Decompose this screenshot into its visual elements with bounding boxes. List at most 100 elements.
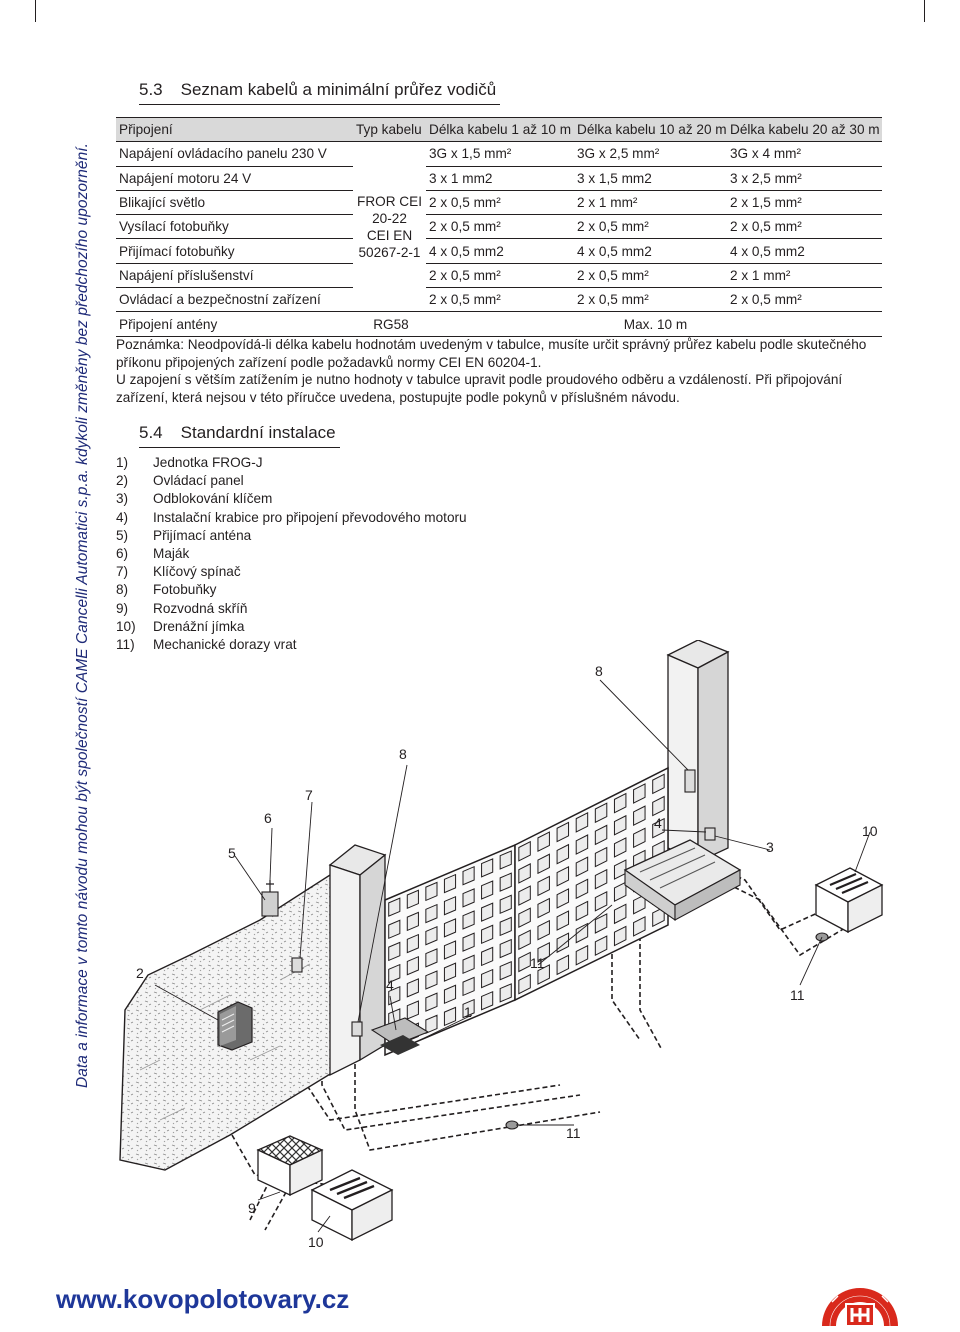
callout-11: 11 [566, 1125, 581, 1141]
right-pillar [666, 640, 730, 864]
list-item-number: 7) [116, 564, 129, 580]
callout-4: 4 [386, 977, 394, 993]
note-line: příkonu připojených zařízení podle požad… [116, 354, 542, 370]
callout-6: 6 [264, 810, 272, 826]
callout-11: 11 [790, 987, 805, 1003]
cell-len1: 2 x 0,5 mm² [426, 263, 574, 289]
cell-len3: 3 x 2,5 mm² [727, 166, 882, 191]
table-row: Vysílací fotobuňky 2 x 0,5 mm² 2 x 0,5 m… [116, 214, 882, 240]
list-item: 6) Maják [116, 546, 467, 564]
callout-2: 2 [136, 965, 144, 981]
table-row: Přijímací fotobuňky 4 x 0,5 mm2 4 x 0,5 … [116, 238, 882, 264]
cell-len3: 2 x 0,5 mm² [727, 287, 882, 313]
header-length-20-30: Délka kabelu 20 až 30 m [727, 116, 882, 143]
crop-mark [35, 0, 36, 22]
list-item-number: 8) [116, 582, 129, 598]
cell-len2: 2 x 0,5 mm² [574, 263, 727, 289]
cell-len2: 2 x 0,5 mm² [574, 214, 727, 240]
heading-rule [139, 447, 340, 448]
list-item-label: Fotobuňky [153, 582, 217, 598]
cell-len1: 2 x 0,5 mm² [426, 287, 574, 313]
list-item-number: 5) [116, 527, 129, 543]
photocells [291, 769, 716, 1037]
frog-j-unit [623, 839, 742, 922]
drainage-pit-right [814, 867, 884, 934]
cell-len1: 4 x 0,5 mm2 [426, 238, 574, 264]
kovopolotovary-logo [822, 1288, 898, 1327]
note-line: Poznámka: Neodpovídá-li délka kabelu hod… [116, 337, 867, 352]
cable-type-line: CEI EN [366, 227, 413, 243]
cell-connection: Napájení ovládacího panelu 230 V [116, 141, 353, 167]
note-line: zařízení, která nejsou v této příručce u… [116, 389, 680, 405]
list-item-number: 10) [116, 618, 136, 634]
cell-connection: Blikající světlo [116, 190, 353, 216]
table-header-row: Připojení Typ kabelu Délka kabelu 1 až 1… [116, 116, 882, 143]
control-panel [217, 1001, 253, 1051]
table-row: Ovládací a bezpečnostní zařízení 2 x 0,5… [116, 287, 882, 313]
cable-table: Připojení Typ kabelu Délka kabelu 1 až 1… [116, 116, 882, 337]
list-item: 5) Přijímací anténa [116, 528, 467, 546]
header-length-10-20: Délka kabelu 10 až 20 m [574, 116, 727, 143]
cell-len3: 2 x 1,5 mm² [727, 190, 882, 216]
callout-8: 8 [595, 663, 603, 679]
cell-len2: 3 x 1,5 mm2 [574, 166, 727, 191]
list-item-number: 11) [116, 636, 135, 652]
crop-mark [924, 0, 925, 22]
list-item-number: 2) [116, 473, 129, 489]
list-item-number: 3) [116, 491, 129, 507]
list-item-label: Maják [153, 545, 190, 561]
table-row: Napájení ovládacího panelu 230 V FROR CE… [116, 141, 882, 313]
section-54-title: Standardní instalace [180, 423, 336, 442]
table-row-antenna: Připojení antény RG58 Max. 10 m [116, 311, 882, 337]
callout-5: 5 [228, 845, 236, 861]
note-paragraph: Poznámka: Neodpovídá-li délka kabelu hod… [116, 336, 896, 406]
junction-box [256, 1135, 324, 1197]
cable-type-line: 50267-2-1 [358, 244, 421, 260]
callout-1: 1 [464, 1004, 472, 1020]
section-53-title: Seznam kabelů a minimální průřez vodičů [180, 80, 497, 99]
cell-len2: 2 x 1 mm² [574, 190, 727, 216]
heading-rule [139, 104, 501, 105]
section-54-heading: 5.4 Standardní instalace [139, 423, 340, 448]
list-item-label: Klíčový spínač [153, 564, 241, 580]
cell-cable-type-merged: FROR CEI 20-22 CEI EN 50267-2-1 [353, 141, 426, 313]
gate-ground-plate [370, 1017, 430, 1055]
header-connection: Připojení [116, 116, 353, 143]
list-item: 4)Instalační krabice pro připojení převo… [116, 510, 467, 528]
cell-connection: Ovládací a bezpečnostní zařízení [116, 287, 353, 313]
note-line: U zapojení s větším zatížením je nutno h… [116, 372, 843, 387]
callout-9: 9 [248, 1200, 256, 1216]
list-item: 7) Klíčový spínač [116, 564, 467, 582]
callout-10: 10 [308, 1234, 324, 1250]
beacon-and-antenna [261, 880, 279, 917]
cell-connection: Přijímací fotobuňky [116, 238, 353, 264]
callout-4: 4 [654, 815, 662, 831]
list-item-number: 1) [116, 455, 129, 470]
list-item-label: Drenážní jímka [153, 618, 245, 634]
cell-len3: 3G x 4 mm² [727, 141, 882, 167]
drainage-pit-front [310, 1169, 394, 1242]
callout-7: 7 [305, 787, 313, 803]
cable-type-line: 20-22 [372, 210, 407, 226]
cell-len3: 4 x 0,5 mm2 [727, 238, 882, 264]
section-53-heading: 5.3 Seznam kabelů a minimální průřez vod… [139, 80, 501, 105]
list-item-label: Odblokování klíčem [153, 491, 273, 507]
cell-len1: 3G x 1,5 mm² [426, 141, 574, 167]
cell-len2: 4 x 0,5 mm2 [574, 238, 727, 264]
cell-cable-type: RG58 [353, 311, 426, 337]
callout-labels: 1 2 3 4 4 5 6 7 8 8 9 10 10 11 11 11 [136, 663, 878, 1250]
cell-len1: 2 x 0,5 mm² [426, 214, 574, 240]
list-item-label: Přijímací anténa [153, 527, 252, 543]
section-53-number: 5.3 [139, 80, 163, 99]
section-54-number: 5.4 [139, 423, 163, 442]
cell-connection: Vysílací fotobuňky [116, 214, 353, 240]
list-item: 9)Rozvodná skříň [116, 601, 467, 619]
installation-illustration: 1 2 3 4 4 5 6 7 8 8 9 10 10 11 11 11 [119, 640, 884, 1250]
website-link[interactable]: www.kovopolotovary.cz [56, 1284, 350, 1314]
list-item-number: 6) [116, 545, 129, 561]
cell-len2: 2 x 0,5 mm² [574, 287, 727, 313]
cell-len1: 2 x 0,5 mm² [426, 190, 574, 216]
list-item: 3) Odblokování klíčem [116, 491, 467, 509]
list-item-label: Jednotka FROG-J [153, 455, 263, 470]
table-row: Napájení příslušenství 2 x 0,5 mm² 2 x 0… [116, 263, 882, 289]
